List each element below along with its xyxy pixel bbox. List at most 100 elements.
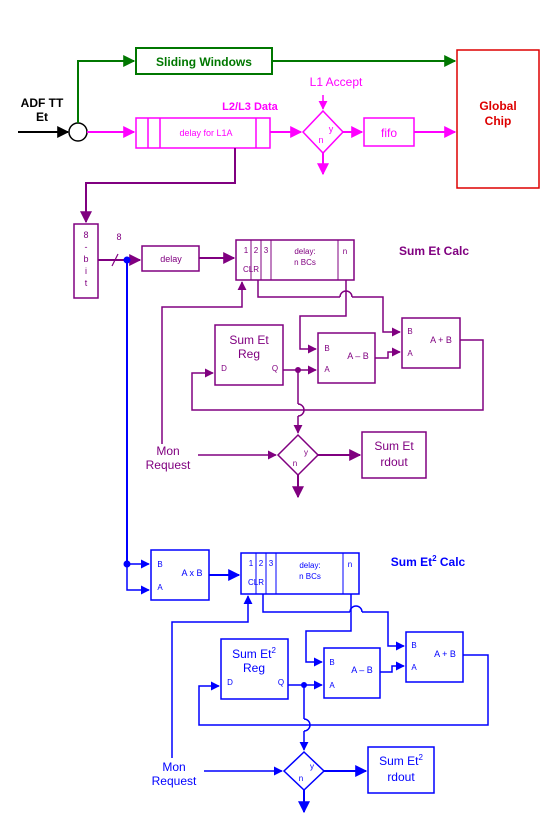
sum-et2-title-sup: 2	[432, 554, 437, 563]
l1-decision-yes: y	[329, 124, 334, 134]
input-section: ADF TT Et	[18, 96, 88, 142]
sum-et2-title: Sum Et2 Calc	[391, 554, 466, 569]
sum-et-sr-to-add-line	[257, 280, 340, 298]
sum-et2-sr-cell-3: 3	[269, 559, 274, 568]
bus-width-label: 8	[116, 232, 121, 242]
fifo-label: fifo	[381, 126, 397, 140]
blue-bus-to-mult-a-line	[126, 564, 150, 595]
sum-et2-add-b: B	[411, 641, 416, 650]
blue-bus	[123, 256, 150, 595]
sum-et-sr-delay-line1: delay:	[294, 247, 315, 256]
input-label-line2: Et	[36, 110, 48, 124]
sum-et2-q-down-hop	[303, 718, 311, 732]
sum-et-sr-n-to-sub-line	[299, 280, 347, 354]
sum-et2-add-op: A + B	[434, 649, 456, 659]
sum-et2-sr-cell-1: 1	[249, 559, 254, 568]
l1-decision-no: n	[318, 135, 323, 145]
sum-et2-sub-to-add-line	[380, 661, 405, 673]
sum-et-mon-line1: Mon	[156, 444, 179, 458]
fifo-box	[363, 117, 415, 147]
sum-et2-sub-a: A	[329, 681, 335, 690]
sum-et-title: Sum Et Calc	[399, 244, 469, 258]
sum-et2-feedback-line	[198, 654, 489, 726]
sum-et2-mult-b: B	[157, 560, 162, 569]
l1-decision-diamond	[301, 109, 345, 155]
top-section: Sliding Windows L2/L3 Data delay for L1A…	[77, 47, 540, 189]
register-char-4: i	[85, 266, 87, 276]
sliding-windows-label: Sliding Windows	[156, 55, 252, 69]
sum-et2-reg-title-line2: Reg	[243, 661, 265, 675]
sum-et-sr-delay-line2: n BCs	[294, 258, 316, 267]
blue-bus-top-junction	[123, 256, 131, 264]
sum-et2-sr-n-to-sub-line	[305, 594, 352, 667]
sum-et2-mult-a: A	[157, 583, 163, 592]
delay-to-register-line	[80, 148, 236, 224]
sum-et2-sr-cell-2: 2	[259, 559, 264, 568]
sum-et2-register-box	[220, 638, 289, 700]
sum-et2-wire-hop	[349, 605, 363, 613]
sum-et2-sr-clr: CLR	[248, 578, 264, 587]
l1-accept-label: L1 Accept	[310, 75, 363, 89]
sum-et2-add-a: A	[411, 663, 417, 672]
sum-et-sr-clr: CLR	[243, 265, 259, 274]
sum-et-sub-b: B	[324, 344, 329, 353]
sum-et2-dec-n: n	[299, 774, 303, 783]
bus-width-slash	[111, 253, 119, 267]
sum-et-decision-diamond	[276, 433, 320, 477]
sum-et-sub-op: A – B	[347, 351, 369, 361]
sum-et2-sr-n: n	[348, 560, 352, 569]
sum-et-delay-box	[141, 245, 200, 272]
register-char-1: 8	[83, 230, 88, 240]
sum-et2-sub-op: A – B	[351, 665, 373, 675]
sum-et-dec-n: n	[293, 459, 297, 468]
sum-et-reg-q: Q	[272, 364, 278, 373]
sum-et2-rdout-line1: Sum Et2	[379, 753, 423, 768]
sum-et-mon-line2: Request	[146, 458, 191, 472]
sum-et2-rdout-sup: 2	[418, 753, 423, 762]
sum-et2-sr-to-add-line-2	[362, 611, 405, 651]
delay-l1a-box	[135, 117, 271, 149]
register-char-2: -	[85, 242, 88, 252]
sum-et2-adder-box	[405, 631, 464, 683]
sum-et2-reg-q: Q	[278, 678, 284, 687]
global-chip-label-line2: Chip	[485, 114, 512, 128]
sum-et-register-box	[214, 324, 284, 386]
sum-et2-mon-line2: Request	[152, 774, 197, 788]
sum-et-rdout-line2: rdout	[380, 455, 408, 469]
sum-et-sub-a: A	[324, 365, 330, 374]
sum-et-subtractor-box	[317, 332, 376, 384]
sum-et-dec-y: y	[304, 448, 308, 457]
sum-et-shift-register	[235, 239, 355, 281]
sum-et-reg-title-line2: Reg	[238, 347, 260, 361]
sum-et-mon-to-sr-clr-line	[161, 281, 247, 444]
sum-et2-rdout-box	[367, 746, 435, 794]
sum-et-add-b: B	[407, 327, 412, 336]
sum-et2-multiplier-box	[150, 549, 210, 601]
sum-et-q-down-hop	[297, 403, 305, 417]
sum-et2-decision-diamond	[282, 750, 326, 792]
sum-et2-reg-title-line1: Sum Et2	[232, 646, 276, 661]
sum-et-adder-box	[401, 317, 461, 369]
sum-et2-mult-op: A x B	[181, 568, 202, 578]
sum-et-reg-title-line1: Sum Et	[229, 333, 269, 347]
l2l3-data-label: L2/L3 Data	[222, 101, 279, 113]
sum-et-sr-cell-3: 3	[264, 246, 269, 255]
sum-et-add-a: A	[407, 349, 413, 358]
sum-et2-section: Sum Et2 Calc B A A x B 1 2 3 CLR delay: …	[150, 549, 489, 814]
register-char-5: t	[85, 278, 88, 288]
sum-et-reg-d: D	[221, 364, 227, 373]
sum-et-sr-cell-1: 1	[244, 246, 249, 255]
sum-et-sr-to-add-line-2	[352, 296, 401, 337]
global-chip-label-line1: Global	[479, 99, 516, 113]
sum-et2-mon-line1: Mon	[162, 760, 185, 774]
sum-et-rdout-box	[361, 431, 427, 479]
sum-et2-reg-title-base: Sum Et	[232, 647, 272, 661]
register-char-3: b	[83, 254, 88, 264]
sum-et-section: Sum Et Calc delay 1 2 3 CLR delay: n BCs…	[141, 239, 484, 499]
sum-et2-sr-delay-line1: delay:	[299, 561, 320, 570]
sum-et2-shift-register	[240, 552, 360, 595]
sum-et2-sr-delay-line2: n BCs	[299, 572, 321, 581]
sliding-windows-feed-line	[77, 55, 136, 123]
sum-et2-reg-d: D	[227, 678, 233, 687]
